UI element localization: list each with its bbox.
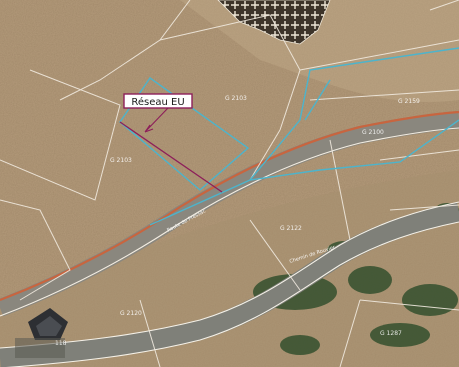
reseau-eu-line <box>119 121 223 193</box>
parcel-label-g2103-a: G 2103 <box>225 95 247 102</box>
parcel-label-g2120: G 2120 <box>120 310 142 317</box>
parcel-label-g1287: G 1287 <box>380 330 402 337</box>
reseau-eu-annotation[interactable]: Réseau EU <box>123 93 193 109</box>
house-building <box>28 308 68 340</box>
lower-road-edge-top <box>0 201 459 349</box>
reseau-eu-label-box <box>123 93 193 109</box>
lower-road-edge-bottom <box>5 221 459 367</box>
terrain-shade-lower <box>0 170 459 367</box>
parcel-label-g2122: G 2122 <box>280 225 302 232</box>
parcel-label-g2100: G 2100 <box>362 129 384 136</box>
upper-road-red-line <box>0 110 459 302</box>
reseau-eu-label: Réseau EU <box>131 96 184 108</box>
house-shadow <box>15 338 65 358</box>
reseau-eu-arrow <box>144 107 169 133</box>
upper-road-edge <box>0 127 459 317</box>
parcel-label-g2159: G 2159 <box>398 98 420 105</box>
parcel-label-g2103-b: G 2103 <box>110 157 132 164</box>
network-lines <box>119 47 459 226</box>
parcel-label-118: 118 <box>55 340 67 347</box>
lower-road <box>0 202 459 367</box>
upper-road <box>0 111 459 317</box>
